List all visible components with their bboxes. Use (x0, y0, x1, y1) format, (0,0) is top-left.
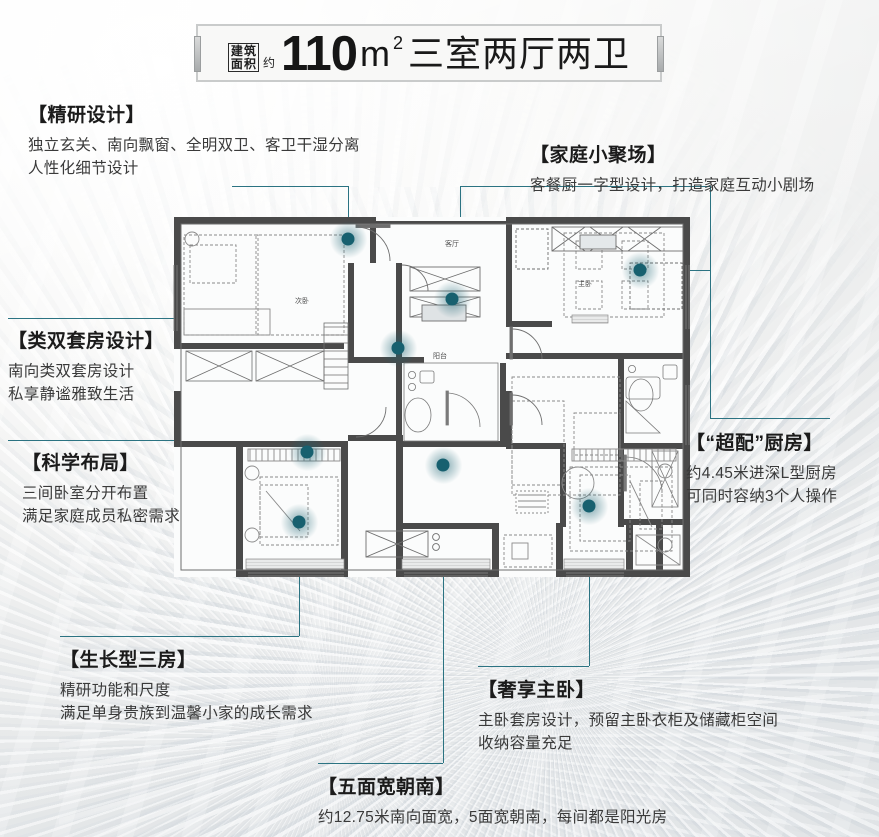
annotation-line: 满足单身贵族到温馨小家的成长需求 (60, 705, 313, 722)
annotation-kexue-buju: 【科学布局】 三间卧室分开布置 满足家庭成员私密需求 (22, 448, 180, 528)
annotation-line: 约4.45米进深L型厨房 (686, 465, 837, 482)
hotspot-living[interactable] (436, 458, 450, 472)
connector-shexiang-h (478, 666, 589, 668)
annotation-line: 约12.75米南向面宽，5面宽朝南，每间都是阳光房 (318, 809, 668, 826)
room-label-主卧: 主卧 (578, 279, 592, 288)
hotspot-dryarea[interactable] (391, 341, 405, 355)
annotation-title: 【“超配”厨房】 (686, 433, 824, 454)
room-label-阳台: 阳台 (433, 351, 447, 360)
hotspot-entry[interactable] (341, 232, 355, 246)
annotation-jiating-xiaojuchang: 【家庭小聚场】 客餐厨一字型设计，打造家庭互动小剧场 (530, 140, 814, 197)
area-unit: m (360, 33, 391, 74)
room-label-客厅: 客厅 (445, 239, 459, 248)
annotation-line: 客餐厨一字型设计，打造家庭互动小剧场 (530, 177, 815, 194)
connector-jiating-v2 (710, 186, 712, 270)
annotation-line: 主卧套房设计，预留主卧衣柜及储藏柜空间 (478, 712, 779, 729)
connector-jingyan-h (232, 186, 348, 188)
badge-char-2: 筑 (243, 44, 256, 58)
approx-label: 约 (262, 56, 275, 70)
hotspot-master[interactable] (582, 499, 596, 513)
badge-char-1: 建 (230, 44, 243, 58)
annotation-wumiankuan-chaonan: 【五面宽朝南】 约12.75米南向面宽，5面宽朝南，每间都是阳光房 (318, 772, 667, 829)
hotspot-dining[interactable] (445, 292, 459, 306)
building-area-badge: 建 筑 面 积 (227, 43, 259, 72)
connector-jingyan-v (348, 186, 350, 240)
annotation-line: 独立玄关、南向飘窗、全明双卫、客卫干湿分离 (28, 137, 360, 154)
connector-wumian-v (443, 465, 445, 763)
area-number: 110 (280, 27, 358, 81)
hotspot-bed2b[interactable] (292, 515, 306, 529)
title-banner: 建 筑 面 积 约 110 m 2 三室两厅两卫 (194, 24, 664, 82)
annotation-line: 可同时容纳3个人操作 (686, 488, 838, 505)
annotation-line: 精研功能和尺度 (60, 682, 171, 699)
annotation-title: 【科学布局】 (22, 453, 140, 474)
connector-shengzhang-v (299, 522, 301, 636)
connector-shengzhang-h (60, 636, 299, 638)
room-label-次卧2: 次卧 (295, 296, 309, 305)
hotspot-bed2a[interactable] (300, 445, 314, 459)
annotation-chaopei-chufang: 【“超配”厨房】 约4.45米进深L型厨房 可同时容纳3个人操作 (686, 428, 837, 508)
annotation-shengzhangxing-sanfang: 【生长型三房】 精研功能和尺度 满足单身贵族到温馨小家的成长需求 (60, 645, 313, 725)
connector-chaopei-v (710, 270, 712, 418)
connector-jiating-h (460, 186, 710, 188)
connector-kexue-h (8, 440, 307, 442)
annotation-line: 收纳容量充足 (478, 735, 573, 752)
annotation-title: 【奢享主卧】 (478, 680, 596, 701)
connector-chaopei-h (710, 418, 830, 420)
annotation-title: 【精研设计】 (28, 105, 146, 126)
hotspot-kitchen[interactable] (633, 263, 647, 277)
badge-char-4: 积 (243, 56, 256, 71)
room-config-label: 三室两厅两卫 (408, 33, 631, 74)
annotation-title: 【类双套房设计】 (8, 331, 165, 352)
connector-shexiang-v (589, 506, 591, 666)
annotation-shexiang-zhuwo: 【奢享主卧】 主卧套房设计，预留主卧衣柜及储藏柜空间 收纳容量充足 (478, 675, 778, 755)
area-unit-superscript: 2 (393, 33, 404, 53)
annotation-line: 南向类双套房设计 (8, 363, 135, 380)
annotation-title: 【五面宽朝南】 (318, 777, 455, 798)
annotation-line: 三间卧室分开布置 (22, 485, 149, 502)
annotation-line: 私享静谧雅致生活 (8, 386, 135, 403)
connector-wumian-h (318, 763, 443, 765)
annotation-jingyan-sheji: 【精研设计】 独立玄关、南向飘窗、全明双卫、客卫干湿分离 人性化细节设计 (28, 100, 360, 180)
annotation-title: 【生长型三房】 (60, 650, 197, 671)
annotation-line: 人性化细节设计 (28, 160, 139, 177)
annotation-title: 【家庭小聚场】 (530, 145, 667, 166)
floor-plan: 次卧玄关餐厅厨房干区公卫主卫次卧客厅主卧阳台 (173, 217, 690, 577)
annotation-line: 满足家庭成员私密需求 (22, 508, 181, 525)
badge-char-3: 面 (230, 56, 243, 71)
annotation-leishuang-taofang: 【类双套房设计】 南向类双套房设计 私享静谧雅致生活 (8, 326, 164, 406)
